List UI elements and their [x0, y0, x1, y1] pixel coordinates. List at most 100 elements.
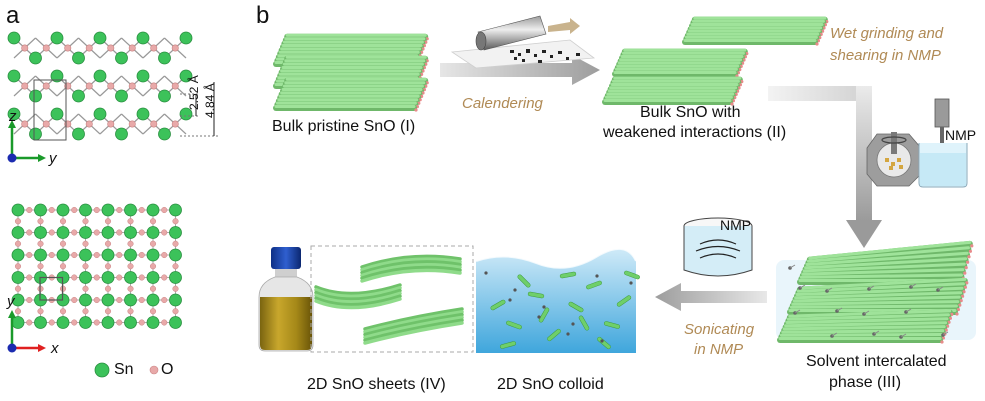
- sno-flake: [624, 270, 640, 280]
- sheet-rod: [363, 315, 464, 340]
- sn-atom: [7, 31, 21, 45]
- sn-atom: [146, 203, 160, 217]
- o-atom: [85, 82, 93, 90]
- o-atom: [107, 82, 115, 90]
- o-atom: [127, 285, 134, 292]
- o-atom: [171, 82, 179, 90]
- sn-atom: [56, 316, 70, 329]
- o-atom: [93, 274, 100, 281]
- panel-label-b: b: [256, 2, 270, 29]
- sheet-rod: [360, 265, 462, 280]
- o-atom: [172, 240, 179, 247]
- sheet-rod: [363, 321, 464, 345]
- sno-flake: [527, 291, 545, 299]
- weakened-label-line1: Bulk SnO with: [640, 104, 741, 121]
- nmp-label-mixer: NMP: [945, 127, 977, 143]
- 2d-sheets-label: 2D SnO sheets (IV): [307, 376, 446, 393]
- sn-atom: [169, 271, 182, 284]
- o-atom: [93, 296, 100, 304]
- sn-atom: [158, 89, 171, 103]
- sn-atom: [101, 203, 115, 217]
- sno-flake: [616, 295, 632, 307]
- sn-atom: [146, 316, 160, 329]
- crystal-top-view: [11, 203, 182, 329]
- sn-atom: [158, 127, 171, 141]
- o-atom: [37, 218, 44, 225]
- sheet-rod: [363, 310, 464, 334]
- nmp-molecule: [537, 315, 541, 319]
- nmp-molecule: [513, 288, 517, 292]
- sheet-rod: [360, 257, 462, 272]
- o-atom: [14, 308, 22, 315]
- o-atom: [104, 308, 112, 315]
- sn-atom: [72, 89, 85, 103]
- 2d-sno-sheets-inset: [310, 245, 474, 353]
- legend-sn-label: Sn: [114, 361, 134, 378]
- o-atom: [21, 44, 29, 52]
- o-atom: [127, 218, 134, 225]
- sonicating-arrow: [655, 283, 767, 311]
- legend-o-label: O: [161, 361, 174, 378]
- o-atom: [42, 82, 50, 90]
- axis-triad-zy: [7, 120, 46, 163]
- sno-flake: [586, 280, 602, 290]
- sn-atom: [11, 203, 25, 217]
- o-atom: [138, 296, 145, 304]
- unit-cell-box: [33, 79, 67, 141]
- sn-atom: [34, 203, 47, 217]
- sn-atom: [101, 226, 115, 239]
- o-atom: [82, 263, 89, 270]
- o-atom: [26, 229, 33, 236]
- sn-atom: [169, 203, 182, 217]
- o-atom: [149, 285, 157, 292]
- o-atom: [71, 319, 78, 326]
- o-atom: [149, 240, 157, 247]
- sn-atom: [115, 127, 128, 141]
- o-atom: [82, 285, 89, 292]
- nmp-molecule: [508, 298, 512, 302]
- sn-atom: [124, 203, 137, 217]
- calendering-roller-icon: [450, 15, 596, 69]
- sn-atom: [169, 248, 182, 262]
- sheet-rod: [360, 268, 462, 283]
- sn-atom: [115, 51, 128, 65]
- o-atom: [26, 274, 33, 281]
- o-atom: [127, 308, 134, 315]
- o-atom: [172, 218, 179, 225]
- sonicating-label-line2: in NMP: [694, 341, 744, 358]
- axis-label-y-bottom: y: [7, 293, 15, 310]
- o-atom: [171, 120, 179, 128]
- sn-atom: [56, 203, 70, 217]
- sn-atom: [93, 107, 107, 121]
- nmp-label-bath: NMP: [720, 217, 752, 233]
- sno-flake: [506, 320, 522, 330]
- sno-dispersion-bottle: [258, 247, 314, 352]
- o-atom: [116, 296, 123, 304]
- nmp-molecule: [571, 322, 575, 326]
- o-atom: [37, 263, 44, 270]
- sn-atom: [179, 107, 193, 121]
- o-atom: [161, 296, 168, 304]
- sheet-rod: [360, 254, 462, 269]
- o-atom: [14, 240, 22, 247]
- nmp-molecule: [566, 332, 570, 336]
- sno-flake: [499, 341, 517, 349]
- sno-flake: [547, 328, 561, 342]
- o-atom: [85, 44, 93, 52]
- o-atom: [172, 308, 179, 315]
- o-atom: [59, 218, 67, 225]
- sheet-rod: [314, 288, 402, 301]
- axis-triad-yx: [7, 310, 46, 353]
- sheet-rod: [363, 312, 464, 337]
- sn-atom: [11, 293, 25, 307]
- o-atom: [71, 296, 78, 304]
- ball-mill-icon: [866, 132, 922, 187]
- sn-atom: [101, 316, 115, 329]
- sn-atom: [79, 226, 92, 239]
- nmp-molecule: [595, 274, 599, 278]
- o-atom: [107, 120, 115, 128]
- o-atom: [127, 263, 134, 270]
- axis-label-z: z: [9, 108, 17, 125]
- calendering-arrow: [440, 55, 600, 85]
- sn-atom: [115, 89, 128, 103]
